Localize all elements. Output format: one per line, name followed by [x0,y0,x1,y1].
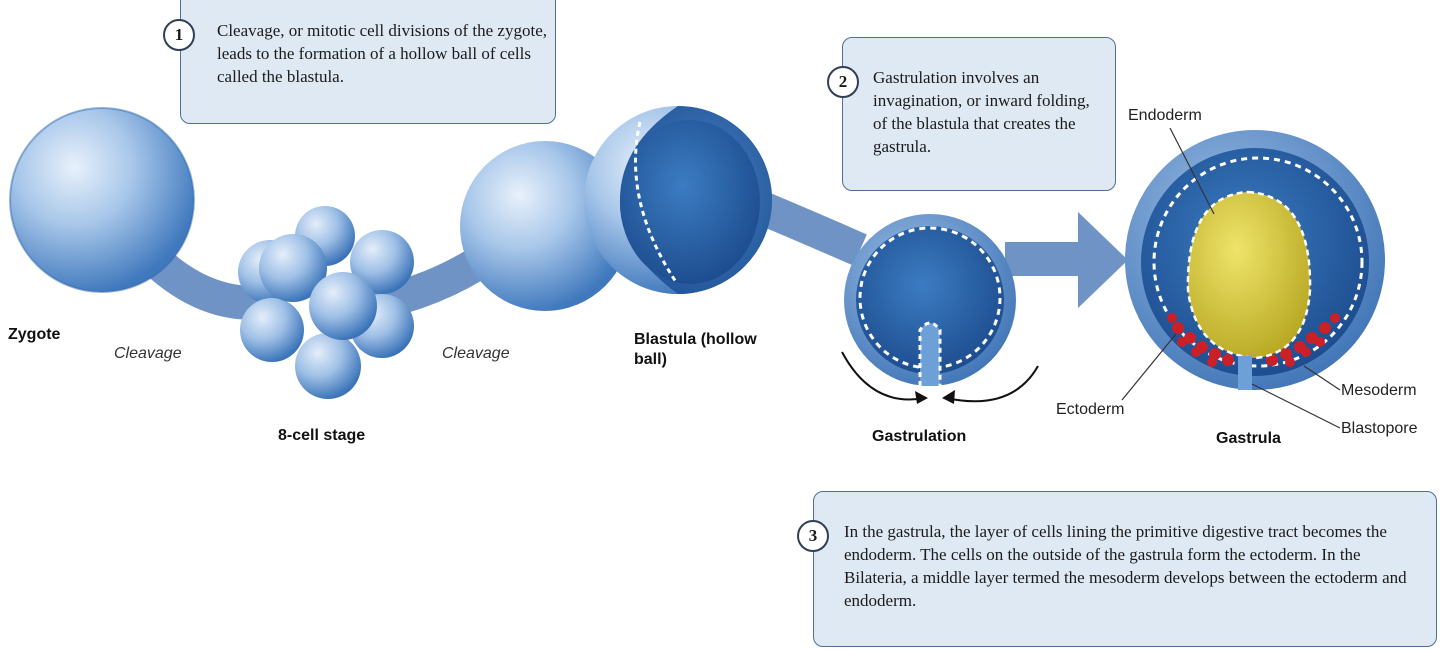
gastrulation-embryo [841,214,1039,404]
ectoderm-label: Ectoderm [1056,401,1125,418]
step1-callout: 1 Cleavage, or mitotic cell divisions of… [163,0,556,124]
zygote-label: Zygote [8,326,61,343]
step2-number-badge: 2 [827,66,859,98]
step2-text: Gastrulation involves an invagination, o… [873,68,1090,156]
step2-callout: 2 Gastrulation involves an invagination,… [827,37,1116,191]
blastula-sphere [460,106,772,311]
step1-text: Cleavage, or mitotic cell divisions of t… [217,21,547,86]
gastrula-label: Gastrula [1216,430,1281,447]
eight-cell-label: 8-cell stage [278,427,366,444]
gastrulation-label: Gastrulation [872,428,967,445]
mesoderm-label: Mesoderm [1341,382,1417,399]
blastopore-label: Blastopore [1341,420,1418,437]
endoderm-label: Endoderm [1128,107,1202,124]
cleavage-label-1: Cleavage [114,345,182,362]
step3-number-badge: 3 [797,520,829,552]
zygote-sphere [9,107,195,293]
arrowhead-icon [1078,212,1128,308]
eight-cell-cluster [238,206,414,399]
step3-callout: 3 In the gastrula, the layer of cells li… [797,491,1437,647]
mesoderm-cells [1167,313,1340,367]
leader-lines [1121,127,1341,429]
step1-number-badge: 1 [163,19,195,51]
gastrula-embryo [1125,130,1385,390]
cleavage-label-2: Cleavage [442,345,510,362]
blastula-label: Blastula (hollow ball) [634,331,757,368]
step3-text: In the gastrula, the layer of cells lini… [844,522,1407,610]
